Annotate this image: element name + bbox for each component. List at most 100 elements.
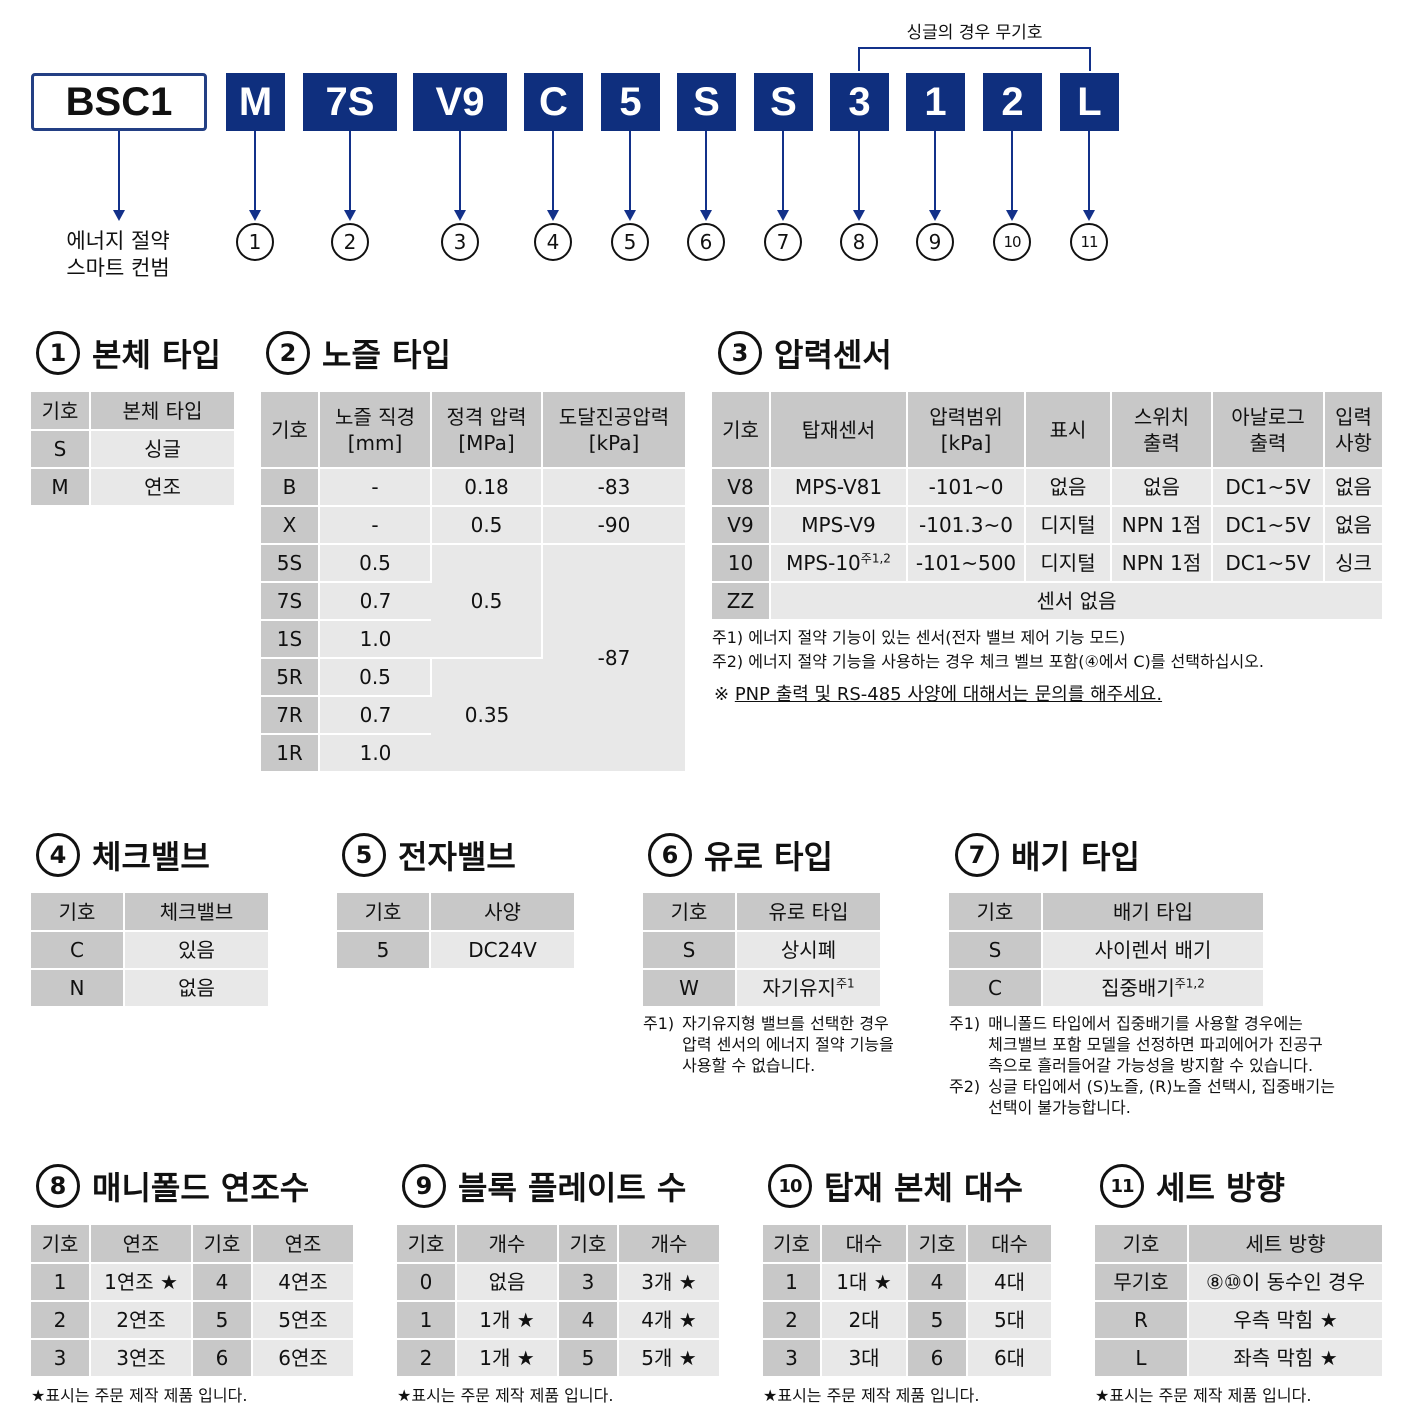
table-row: V8 MPS-V81 -101~0 없음 없음 DC1~5V 없음: [712, 468, 1382, 507]
cell-key: N: [31, 969, 125, 1008]
header-key: 기호: [31, 392, 91, 431]
cell-key: ZZ: [712, 582, 771, 621]
cell-value: 1개 ★: [456, 1339, 559, 1378]
cell-key: 3: [763, 1339, 822, 1378]
option-number-10: 10: [993, 223, 1031, 261]
cell-input: 없음: [1324, 468, 1382, 507]
cell-display: 없음: [1025, 468, 1112, 507]
cell-key: 5: [907, 1301, 968, 1340]
cell-key: 7R: [261, 696, 320, 735]
cell-value: 우측 막힘 ★: [1188, 1301, 1382, 1340]
arrow-down-icon: [547, 210, 559, 221]
cell-sensor: MPS-10주1,2: [770, 544, 908, 583]
cell-range: -101~0: [907, 468, 1026, 507]
sensor-note-2: 주2) 에너지 절약 기능을 사용하는 경우 체크 벨브 포함(④에서 C)를 …: [712, 652, 1264, 671]
cell-diameter: 0.5: [319, 658, 432, 697]
section-title: 매니폴드 연조수: [92, 1169, 310, 1207]
cell-value: 사이렌서 배기: [1042, 931, 1263, 970]
cell-diameter: 0.7: [319, 582, 431, 621]
custom-order-note: ★표시는 주문 제작 제품 입니다.: [763, 1386, 980, 1405]
connector-line: [629, 131, 631, 211]
cell-key: 2: [31, 1301, 91, 1340]
option-number-9: 9: [916, 223, 954, 261]
cell-key: 5: [558, 1339, 619, 1378]
code-nozzle-type: 7S: [303, 73, 397, 131]
cell-value: 4개 ★: [618, 1301, 719, 1340]
sensor-note-1: 주1) 에너지 절약 기능이 있는 센서(전자 밸브 제어 기능 모드): [712, 628, 1126, 647]
table-row: 10 MPS-10주1,2 -101~500 디지털 NPN 1점 DC1~5V…: [712, 544, 1382, 583]
section-9-heading: 9 블록 플레이트 수: [402, 1163, 686, 1209]
header-line: 노즐 직경: [335, 404, 415, 429]
header-key: 기호: [192, 1225, 253, 1264]
cell-key: 6: [907, 1339, 968, 1378]
custom-order-note: ★표시는 주문 제작 제품 입니다.: [397, 1386, 614, 1405]
cell-switch: 없음: [1111, 468, 1213, 507]
cell-key: 5R: [261, 658, 320, 697]
header-nozzle-diameter: 노즐 직경[mm]: [319, 392, 432, 469]
header-spec: 사양: [430, 893, 574, 932]
cell-key: V9: [712, 506, 771, 545]
section-number: 1: [36, 331, 80, 375]
cell-key: R: [1095, 1301, 1189, 1340]
cell-key: 1: [763, 1263, 822, 1302]
table-row: V9 MPS-V9 -101.3~0 디지털 NPN 1점 DC1~5V 없음: [712, 506, 1382, 545]
cell-vacuum: -90: [542, 506, 685, 545]
section-title: 전자밸브: [398, 838, 516, 876]
cell-value: 자기유지주1: [736, 969, 880, 1008]
sensor-inquiry-note: ※ PNP 출력 및 RS-485 사양에 대해서는 문의를 해주세요.: [714, 680, 1162, 706]
cell-value: 3대: [821, 1339, 908, 1378]
cell-value: 1대 ★: [821, 1263, 908, 1302]
section-number: 10: [768, 1164, 812, 1208]
exhaust-type-notes: 주1) 매니폴드 타입에서 집중배기를 사용할 경우에는 체크밸브 포함 모델을…: [949, 1013, 1335, 1118]
reference-mark: ※: [714, 684, 735, 705]
header-key: 기호: [558, 1225, 619, 1264]
cell-display: 디지털: [1025, 544, 1112, 583]
cell-key: S: [949, 931, 1043, 970]
cell-analog: DC1~5V: [1212, 544, 1325, 583]
connector-line: [254, 131, 256, 211]
header-line: [kPa]: [588, 430, 640, 455]
cell-value: 6연조: [252, 1339, 353, 1378]
connector-line: [349, 131, 351, 211]
cell-key: S: [31, 430, 91, 469]
cell-key: X: [261, 506, 320, 545]
cell-diameter: 1.0: [319, 620, 431, 659]
connector-line: [1011, 131, 1013, 211]
option-number-1: 1: [236, 223, 274, 261]
section-title: 본체 타입: [92, 336, 221, 374]
cell-key: C: [949, 969, 1043, 1008]
note-text: 싱글 타입에서 (S)노즐, (R)노즐 선택시, 집중배기는 선택이 불가능합…: [988, 1076, 1335, 1118]
cell-vacuum-merged: -87: [542, 544, 685, 773]
header-body-type: 본체 타입: [90, 392, 234, 431]
section-2-heading: 2 노즐 타입: [266, 330, 451, 376]
cell-key: S: [643, 931, 737, 970]
cell-analog: DC1~5V: [1212, 468, 1325, 507]
cell-diameter: 0.7: [319, 696, 431, 735]
cell-value: 있음: [124, 931, 268, 970]
cell-key: 10: [712, 544, 771, 583]
header-count: 연조: [252, 1225, 353, 1264]
code-pressure-sensor: V9: [413, 73, 507, 131]
table-row: B-0.18-83: [261, 468, 685, 507]
footnote-ref: 주1,2: [860, 551, 891, 566]
section-title: 압력센서: [774, 336, 892, 374]
header-line: 출력: [1143, 430, 1180, 455]
cell-key: 1: [397, 1301, 457, 1340]
cell-value: 1연조 ★: [90, 1263, 193, 1302]
cell-value: 싱글: [90, 430, 234, 469]
arrow-down-icon: [624, 210, 636, 221]
